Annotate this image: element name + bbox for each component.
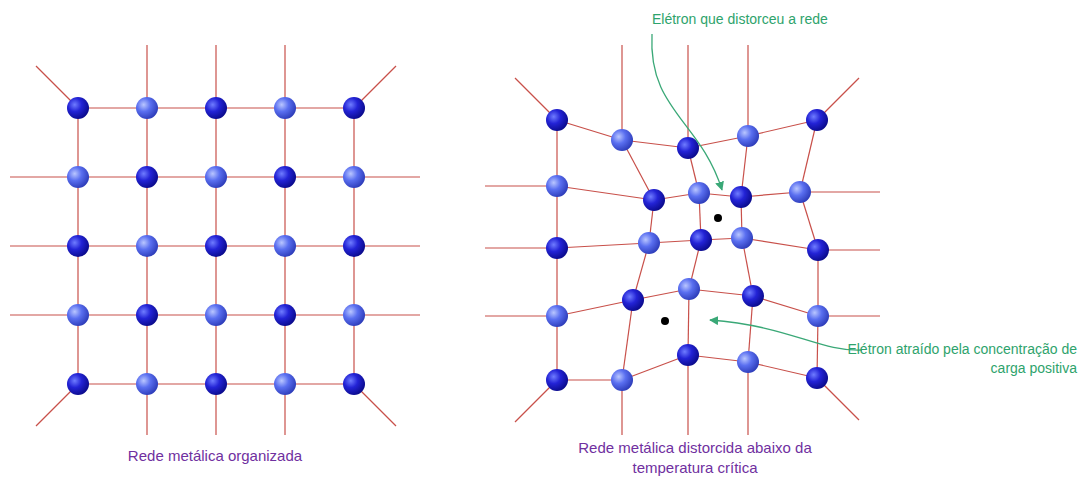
- metal-ion: [807, 305, 829, 327]
- metal-ion: [274, 166, 296, 188]
- metal-ion: [677, 344, 699, 366]
- metal-ion: [205, 304, 227, 326]
- metal-ion: [546, 237, 568, 259]
- metal-ion: [274, 235, 296, 257]
- metal-ion: [205, 97, 227, 119]
- lattice-bond: [622, 300, 633, 380]
- metal-ion: [638, 232, 660, 254]
- metal-ion: [343, 373, 365, 395]
- metal-ion: [546, 305, 568, 327]
- metal-ion: [136, 166, 158, 188]
- callout-note: Elétron atraído pela concentração de car…: [837, 340, 1077, 378]
- metal-ion: [136, 97, 158, 119]
- metal-ion: [546, 369, 568, 391]
- metal-ion: [546, 109, 568, 131]
- metal-ion: [806, 367, 828, 389]
- metal-ion: [67, 166, 89, 188]
- metal-ion: [611, 129, 633, 151]
- lattice-bond: [800, 191, 880, 192]
- metal-ion: [742, 285, 764, 307]
- metal-ion: [136, 235, 158, 257]
- lattice-bond: [800, 120, 817, 192]
- metal-ion: [546, 175, 568, 197]
- metal-ion: [67, 373, 89, 395]
- metal-ion: [677, 137, 699, 159]
- leader-arrow: [710, 320, 862, 350]
- metal-ion: [136, 373, 158, 395]
- callout-note: Elétron que distorceu a rede: [652, 10, 912, 29]
- lattice-bond: [557, 300, 633, 316]
- metal-ion: [343, 97, 365, 119]
- metal-ion: [205, 373, 227, 395]
- metal-ion: [136, 304, 158, 326]
- figure-caption: Rede metálica distorcida abaixo da tempe…: [575, 438, 815, 478]
- lattice-bond: [747, 45, 748, 136]
- metal-ion: [67, 304, 89, 326]
- metal-ion: [688, 182, 710, 204]
- metal-ion: [67, 235, 89, 257]
- metal-ion: [343, 166, 365, 188]
- electron-dot: [714, 214, 722, 222]
- metal-ion: [205, 235, 227, 257]
- metal-ion: [274, 97, 296, 119]
- metal-ion: [343, 304, 365, 326]
- metal-ion: [731, 227, 753, 249]
- metal-ion: [643, 189, 665, 211]
- metal-ion: [205, 166, 227, 188]
- electron-dot: [661, 317, 669, 325]
- metal-ion: [274, 373, 296, 395]
- leader-arrow: [652, 34, 722, 190]
- metal-ion: [737, 351, 759, 373]
- lattice-bond: [687, 355, 688, 435]
- metal-ion: [67, 97, 89, 119]
- metal-ion: [611, 369, 633, 391]
- metal-ion: [274, 304, 296, 326]
- lattice-bond: [557, 186, 654, 200]
- metal-ion: [806, 109, 828, 131]
- metal-ion: [622, 289, 644, 311]
- metal-ion: [678, 278, 700, 300]
- metal-ion: [737, 125, 759, 147]
- metal-ion: [343, 235, 365, 257]
- figure-caption: Rede metálica organizada: [95, 446, 335, 466]
- metal-ion: [807, 239, 829, 261]
- metal-ion: [730, 186, 752, 208]
- lattice-bond: [687, 45, 688, 148]
- lattice-bond: [557, 243, 649, 248]
- lattice-bond: [742, 238, 818, 250]
- lattice-bond: [621, 45, 622, 140]
- metal-ion: [690, 229, 712, 251]
- metal-ion: [789, 181, 811, 203]
